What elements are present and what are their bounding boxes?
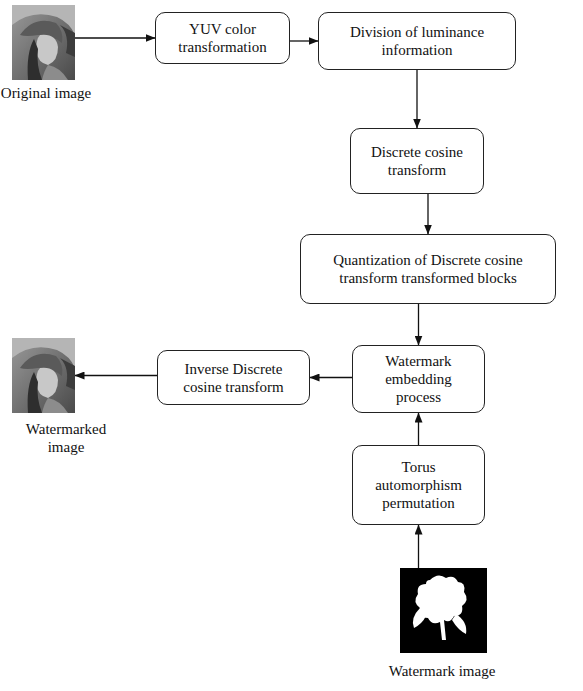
box-label: YUV color transformation <box>164 20 281 56</box>
flow-arrow <box>310 377 352 378</box>
original-photo <box>12 5 75 80</box>
flow-arrow <box>418 525 419 568</box>
process-box: Quantization of Discrete cosine transfor… <box>300 234 556 304</box>
flow-arrow <box>290 40 318 41</box>
flow-arrow <box>75 37 155 38</box>
process-box: Watermark embedding process <box>352 345 485 413</box>
image-caption: Original image <box>0 84 92 102</box>
box-label: Inverse Discrete cosine transform <box>166 360 301 396</box>
image-caption: Watermark image <box>372 662 512 680</box>
image-caption-node: Watermarked image <box>20 420 112 456</box>
flow-arrow <box>427 194 428 234</box>
flow-arrow <box>418 413 419 445</box>
box-label: Torus automorphism permutation <box>361 458 476 512</box>
watermarked-photo <box>12 338 75 413</box>
box-label: Discrete cosine transform <box>359 143 475 179</box>
flow-arrow <box>418 304 419 345</box>
image-caption: Watermarked image <box>20 420 112 456</box>
image-caption-node: Watermark image <box>372 662 512 680</box>
process-box: Division of luminance information <box>318 12 516 70</box>
box-label: Watermark embedding process <box>361 352 476 406</box>
process-box: Discrete cosine transform <box>350 128 484 194</box>
process-box: YUV color transformation <box>155 12 290 64</box>
box-label: Quantization of Discrete cosine transfor… <box>309 251 547 287</box>
process-box: Torus automorphism permutation <box>352 445 485 525</box>
image-caption-node: Original image <box>0 84 92 102</box>
box-label: Division of luminance information <box>327 23 507 59</box>
flow-arrow <box>416 70 417 128</box>
flow-arrow <box>75 375 157 376</box>
process-box: Inverse Discrete cosine transform <box>157 350 310 405</box>
watermark-logo <box>400 568 487 653</box>
